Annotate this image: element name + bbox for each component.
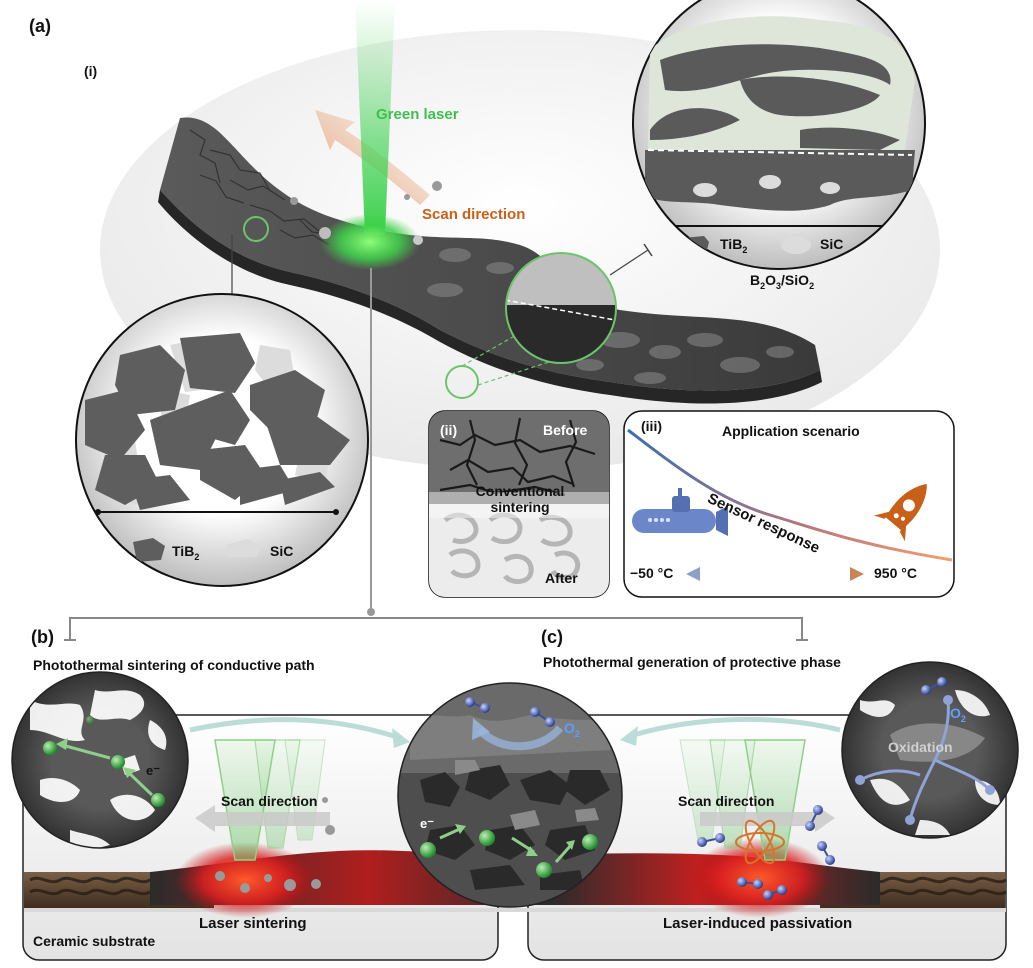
green-laser-label: Green laser — [376, 106, 459, 123]
legend-b2o3-sio2: B2O3/SiO2 — [750, 272, 815, 291]
scan-direction-label: Scan direction — [422, 206, 526, 223]
zoom-marker-left — [243, 216, 269, 242]
legend-tib2-top: TiB2 — [720, 236, 748, 255]
temp-low-label: −50 °C — [630, 565, 674, 581]
scan-arrow-b — [195, 805, 330, 832]
after-label: After — [545, 570, 578, 586]
panel-c-letter: (c) — [541, 627, 563, 647]
sensor-response-curve — [627, 428, 953, 562]
laser-sintering-label: Laser sintering — [199, 915, 307, 932]
atom-icon — [735, 819, 785, 865]
green-laser-beam — [355, 0, 395, 235]
conductive-path-zoom — [11, 671, 189, 849]
sub-i-label: (i) — [84, 63, 98, 79]
panel-b-letter: (b) — [31, 627, 54, 647]
electron-label-b: e⁻ — [146, 763, 161, 778]
laser-spot — [320, 214, 420, 270]
electron-label-center: e⁻ — [420, 816, 435, 831]
o2-label-center: O2 — [564, 720, 580, 739]
printed-ribbon — [158, 117, 822, 404]
ejected-particles — [290, 181, 442, 245]
legend-tib2-left: TiB2 — [172, 543, 200, 562]
branch-bracket — [69, 617, 803, 640]
panel-a-letter: (a) — [29, 16, 51, 36]
ceramic-substrate-label: Ceramic substrate — [33, 933, 156, 949]
before-label: Before — [543, 422, 588, 438]
heat-zone-b — [175, 842, 315, 918]
rocket-icon — [874, 483, 927, 542]
center-zoom-circle — [397, 682, 623, 908]
scan-arrow-c — [700, 805, 835, 832]
panel-b-title: Photothermal sintering of conductive pat… — [33, 657, 315, 673]
legend-sic-top: SiC — [820, 236, 844, 252]
arrow-left-to-center — [189, 717, 401, 741]
sub-iii-label: (iii) — [641, 418, 662, 434]
heat-zone-c — [690, 838, 830, 918]
left-zoom-circle — [75, 293, 369, 587]
panel-c-title: Photothermal generation of protective ph… — [543, 654, 841, 670]
sub-iii-box — [623, 410, 955, 598]
scan-direction-c: Scan direction — [678, 793, 775, 809]
scan-direction-b: Scan direction — [221, 793, 318, 809]
legend-sic-left: SiC — [270, 543, 294, 559]
top-zoom-circle — [632, 0, 926, 270]
particles-b — [215, 797, 335, 893]
sub-ii-box — [428, 410, 610, 598]
application-scenario-title: Application scenario — [722, 423, 860, 439]
arrow-right-to-center — [629, 716, 841, 739]
oxidation-zoom — [841, 661, 1019, 839]
o2-label-c: O2 — [950, 705, 966, 724]
passivation-label: Laser-induced passivation — [663, 915, 853, 932]
temp-high-label: 950 °C — [874, 565, 917, 581]
oxidation-label: Oxidation — [888, 739, 953, 755]
o2-atoms-c — [697, 805, 835, 900]
sub-ii-label: (ii) — [440, 422, 458, 438]
submarine-icon — [632, 488, 728, 536]
connector-top — [609, 249, 649, 276]
